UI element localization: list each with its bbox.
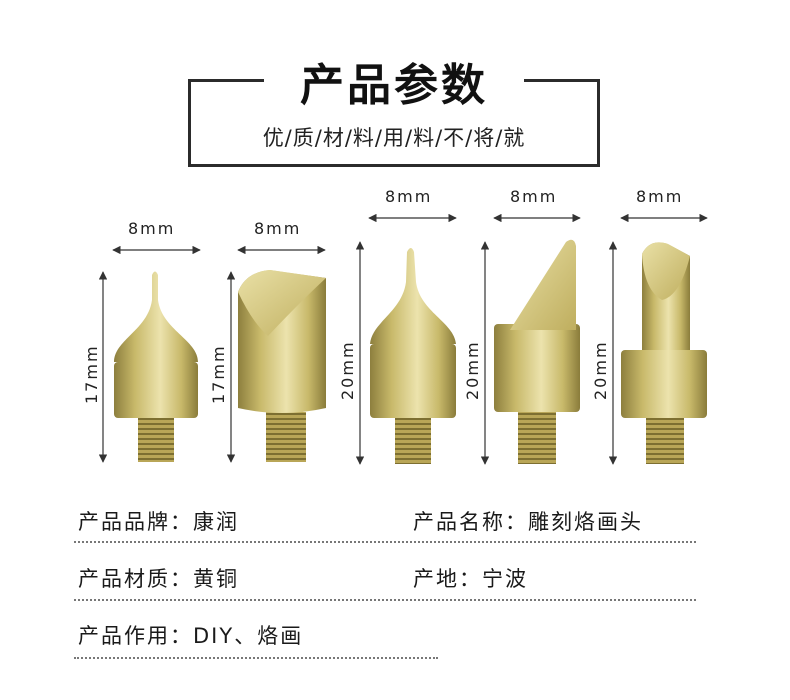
- tip-3-height-label: 20mm: [338, 340, 357, 400]
- spec-origin: 产地：宁波: [413, 567, 528, 591]
- page-subtitle: 优/质/材/料/用/料/不/将/就: [262, 126, 526, 150]
- spec-brand: 产品品牌：康润: [78, 510, 239, 534]
- spec-usage: 产品作用：DIY、烙画: [78, 624, 304, 648]
- tip-4-width-label: 8mm: [510, 187, 558, 206]
- divider-1: [74, 541, 696, 543]
- tip-4-knife: [480, 213, 581, 465]
- tip-5-height-label: 20mm: [591, 340, 610, 400]
- tip-5-width-label: 8mm: [636, 187, 684, 206]
- divider-3: [74, 657, 438, 659]
- title-frame-gap: [264, 60, 524, 100]
- tip-3-conical-long: [355, 213, 457, 465]
- spec-name: 产品名称：雕刻烙画头: [413, 510, 643, 534]
- tip-2-width-label: 8mm: [254, 219, 302, 238]
- tip-1-conical: [98, 245, 201, 463]
- tip-4-height-label: 20mm: [463, 340, 482, 400]
- page-title: 产品参数: [300, 60, 488, 111]
- tip-1-height-label: 17mm: [82, 344, 101, 404]
- divider-2: [74, 599, 696, 601]
- tip-2-height-label: 17mm: [209, 344, 228, 404]
- tip-5-bevel: [608, 213, 708, 465]
- tip-2-chisel: [226, 245, 326, 463]
- spec-material: 产品材质：黄铜: [78, 567, 239, 591]
- tip-1-width-label: 8mm: [128, 219, 176, 238]
- tip-3-width-label: 8mm: [385, 187, 433, 206]
